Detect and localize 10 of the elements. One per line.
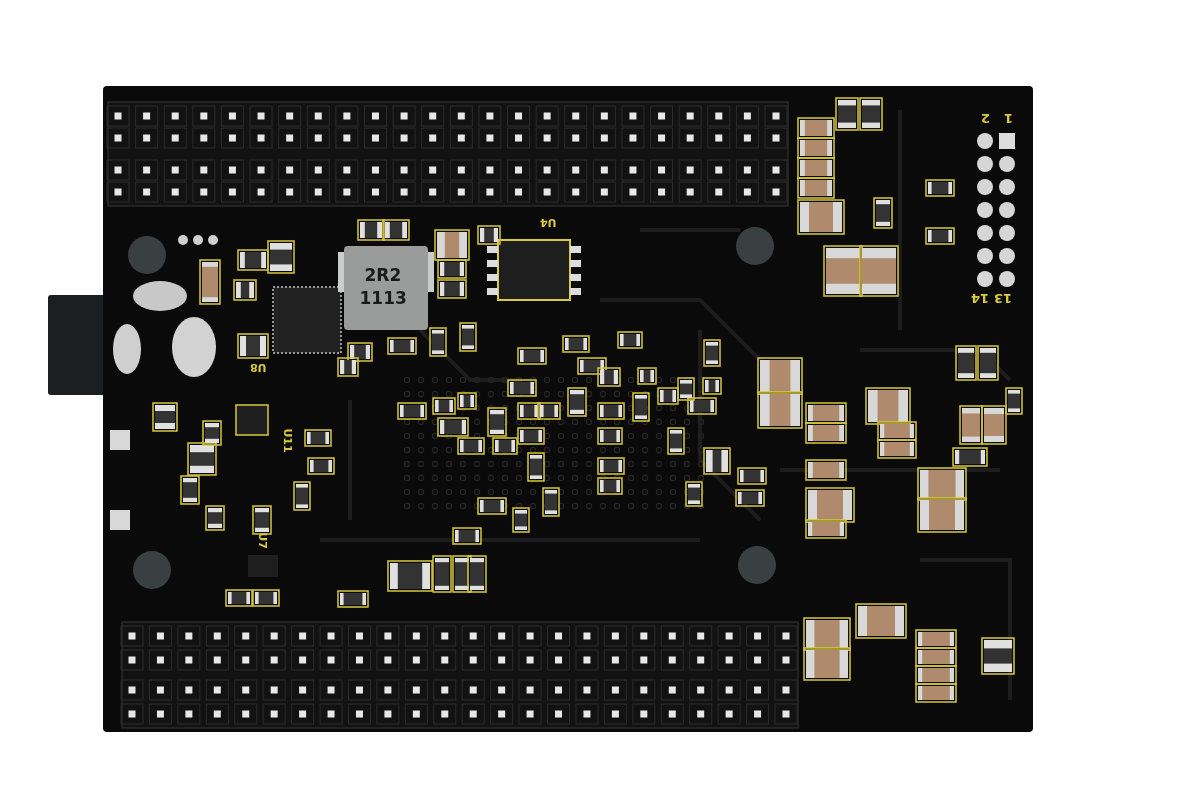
reference-designator: U4 bbox=[539, 216, 557, 228]
reference-designator: U8 bbox=[249, 361, 267, 373]
component-marking: 1113 bbox=[359, 289, 407, 307]
pin-number: 14 bbox=[971, 291, 990, 305]
reference-designator: U7 bbox=[256, 531, 268, 549]
reference-designator: U11 bbox=[281, 427, 293, 453]
pin-number: 1 bbox=[1003, 111, 1013, 125]
pin-number: 13 bbox=[994, 291, 1013, 305]
pin-number: 2 bbox=[980, 111, 990, 125]
component-marking: 2R2 bbox=[364, 266, 402, 284]
